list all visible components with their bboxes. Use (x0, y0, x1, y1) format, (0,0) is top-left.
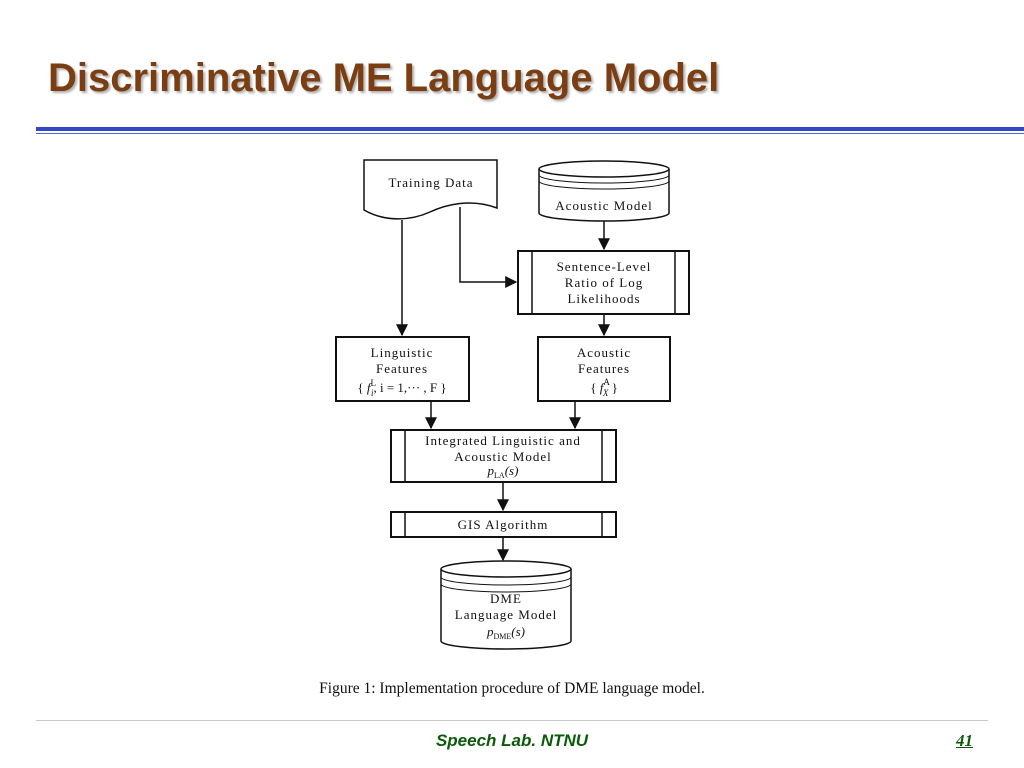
acoustic-features-line1: Acoustic (577, 345, 631, 360)
title-underline (36, 127, 1024, 131)
dme-model-line2: Language Model (455, 607, 557, 622)
linguistic-features-line2: Features (376, 361, 428, 376)
training-data-label: Training Data (388, 175, 473, 190)
integrated-model-node: Integrated Linguistic and Acoustic Model… (390, 429, 617, 483)
flowchart: Training Data Acoustic Model Sentence-Le… (335, 159, 690, 650)
title-underline-thin (36, 133, 1024, 134)
connectors (396, 207, 610, 562)
page-number: 41 (956, 731, 973, 750)
dme-model-formula: pDME(s) (486, 624, 525, 641)
slide-title: Discriminative ME Language Model (48, 56, 720, 100)
gis-algorithm-node: GIS Algorithm (390, 511, 617, 538)
dme-model-line1: DME (490, 591, 522, 606)
dme-model-node: DME Language Model pDME(s) (440, 560, 572, 650)
integrated-model-line2: Acoustic Model (454, 449, 551, 464)
gis-algorithm-label: GIS Algorithm (458, 517, 549, 532)
integrated-model-formula: pLA(s) (487, 463, 519, 480)
sentence-level-line3: Likelihoods (567, 291, 640, 306)
acoustic-model-label: Acoustic Model (555, 198, 652, 213)
acoustic-features-line2: Features (578, 361, 630, 376)
arrow-training-to-sentence-level (459, 207, 518, 288)
training-data-node: Training Data (363, 159, 498, 220)
linguistic-features-line1: Linguistic (371, 345, 434, 360)
integrated-model-line1: Integrated Linguistic and (425, 433, 581, 448)
sentence-level-line1: Sentence-Level (557, 259, 652, 274)
sentence-level-line2: Ratio of Log (565, 275, 643, 290)
footer-lab-name: Speech Lab. NTNU (435, 731, 589, 750)
figure-caption: Figure 1: Implementation procedure of DM… (319, 680, 705, 697)
acoustic-model-node: Acoustic Model (538, 160, 670, 222)
footer-divider (36, 720, 988, 721)
sentence-level-node: Sentence-Level Ratio of Log Likelihoods (517, 250, 690, 315)
